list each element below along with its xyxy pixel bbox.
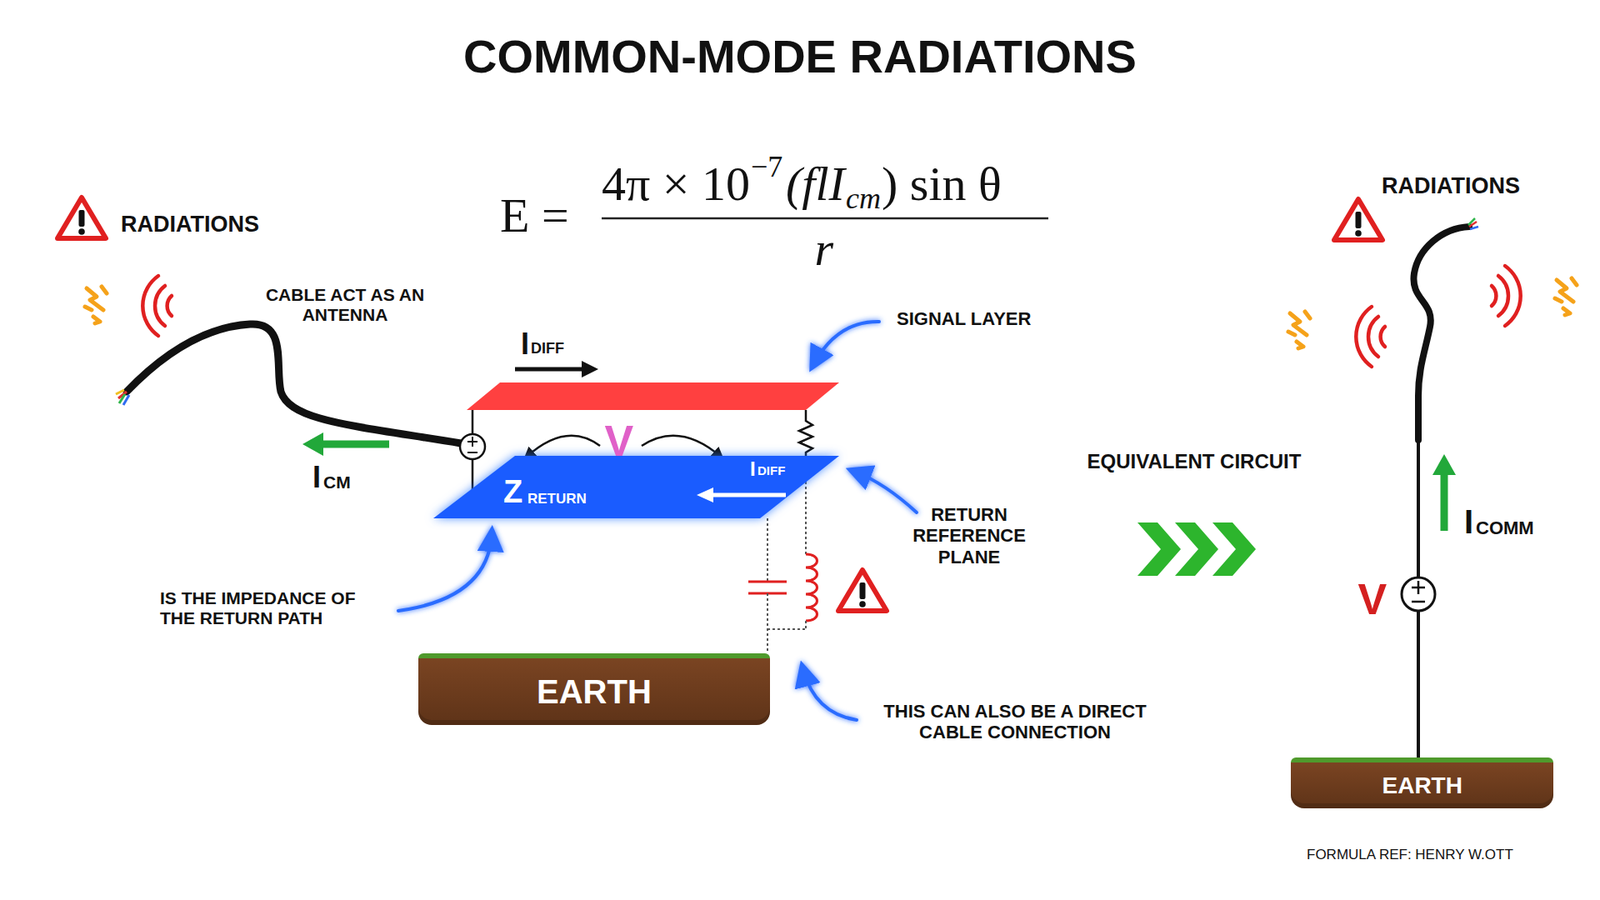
formula-lhs: E =: [500, 188, 570, 245]
voltage-arrow: [641, 435, 721, 457]
leader-arrow: [855, 471, 917, 513]
subscript: RETURN: [527, 490, 587, 508]
leader-arrow: [398, 535, 492, 611]
leader-arrow: [803, 670, 857, 720]
warning-label: RADIATIONS: [1381, 173, 1520, 200]
chevron-arrows: [1137, 522, 1256, 576]
title: COMMON-MODE RADIATIONS: [463, 30, 1137, 84]
callout-text: THIS CAN ALSO BE A DIRECT CABLE CONNECTI…: [860, 700, 1170, 744]
formula-denominator: r: [815, 221, 835, 278]
fraction-bar: [601, 217, 1049, 220]
radiation-waves: [1355, 306, 1385, 367]
subscript: COMM: [1475, 517, 1535, 539]
current-arrow: [515, 367, 584, 372]
callout-text: SIGNAL LAYER: [896, 308, 1031, 330]
formula-term: 4π × 10: [601, 156, 750, 213]
reference-note: FORMULA REF: HENRY W.OTT: [1306, 846, 1514, 864]
spark-icon: [1555, 278, 1577, 315]
impedance-symbol: Z: [503, 474, 523, 511]
voltage-symbol: V: [1358, 575, 1388, 625]
current-symbol: I: [312, 460, 321, 495]
return-plane: ZRETURN IDIFF: [433, 455, 840, 519]
common-mode-arrow: [320, 440, 390, 449]
callout-text: CABLE ACT AS AN ANTENNA: [245, 285, 445, 325]
earth-block: EARTH: [1290, 757, 1554, 809]
equivalent-antenna: [1401, 218, 1479, 760]
radiation-waves: [142, 275, 172, 336]
spark-icon: [85, 286, 107, 324]
current-symbol: I: [1464, 502, 1474, 541]
spark-icon: [1288, 311, 1310, 349]
common-mode-arrowhead: [302, 432, 324, 456]
common-mode-arrow: [1440, 473, 1449, 531]
callout-text: IS THE IMPEDANCE OF THE RETURN PATH: [160, 588, 379, 629]
common-mode-arrowhead: [1432, 454, 1456, 475]
formula-subscript: cm: [845, 181, 881, 216]
earth-block: EARTH: [418, 653, 770, 725]
current-symbol: I: [520, 326, 530, 361]
voltage-source: [460, 410, 485, 492]
subscript: CM: [323, 472, 351, 493]
warning-icon: [57, 197, 106, 239]
warning-icon: [838, 570, 887, 611]
formula-exponent: −7: [750, 150, 783, 185]
warning-icon: [1334, 199, 1383, 240]
warning-label: RADIATIONS: [120, 211, 260, 238]
leader-arrow: [814, 321, 880, 364]
current-symbol: I: [750, 457, 756, 481]
earth-label: EARTH: [1382, 772, 1463, 800]
callout-text: RETURN REFERENCE PLANE: [898, 504, 1040, 568]
formula-term: ) sin θ: [881, 156, 1002, 213]
voltage-symbol: V: [605, 416, 635, 467]
radiation-waves: [1491, 265, 1521, 326]
voltage-arrow: [526, 435, 600, 457]
formula-term: (flI: [785, 156, 845, 213]
section-label: EQUIVALENT CIRCUIT: [1087, 450, 1302, 474]
subscript: DIFF: [757, 463, 785, 478]
earth-label: EARTH: [536, 672, 652, 711]
cable-antenna: [115, 324, 461, 444]
signal-layer-plane: [466, 382, 840, 410]
current-arrowhead: [581, 360, 599, 378]
subscript: DIFF: [530, 340, 565, 358]
